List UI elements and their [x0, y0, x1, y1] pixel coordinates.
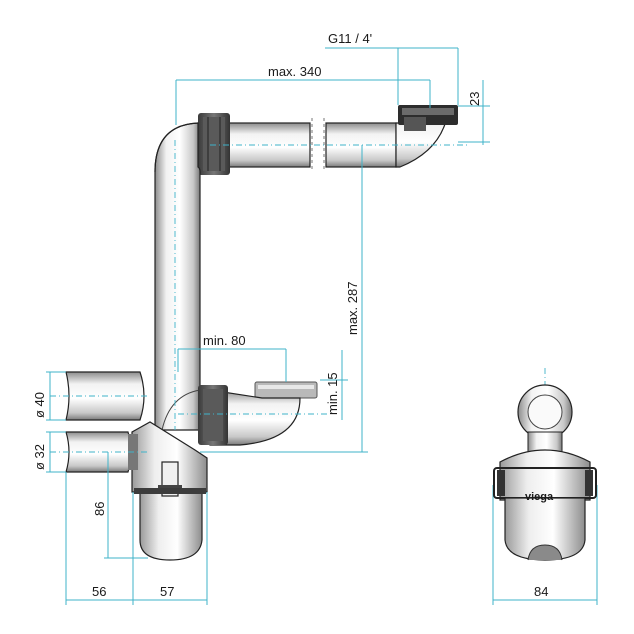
siphon-side-view [50, 105, 470, 561]
label-dia-40: ø 40 [32, 392, 47, 418]
label-min-15: min. 15 [325, 372, 340, 415]
overflow-head [398, 105, 458, 131]
label-thread: G11 / 4' [328, 31, 372, 46]
dimension-labels: G11 / 4' max. 340 23 max. 287 min. 80 mi… [32, 31, 548, 599]
label-max-287: max. 287 [345, 282, 360, 335]
label-max-340: max. 340 [268, 64, 321, 79]
label-dia-32: ø 32 [32, 444, 47, 470]
vertical-overflow-tube [154, 122, 201, 431]
label-23: 23 [467, 92, 482, 106]
label-84: 84 [534, 584, 548, 599]
brand-logo: viega [525, 491, 554, 503]
trap-body [131, 421, 208, 561]
lower-coupling-nut [198, 385, 228, 445]
upper-coupling-nut [198, 113, 230, 175]
siphon-front-view: viega [493, 384, 597, 561]
label-min-80: min. 80 [203, 333, 246, 348]
label-86: 86 [92, 502, 107, 516]
label-56: 56 [92, 584, 106, 599]
label-57: 57 [160, 584, 174, 599]
